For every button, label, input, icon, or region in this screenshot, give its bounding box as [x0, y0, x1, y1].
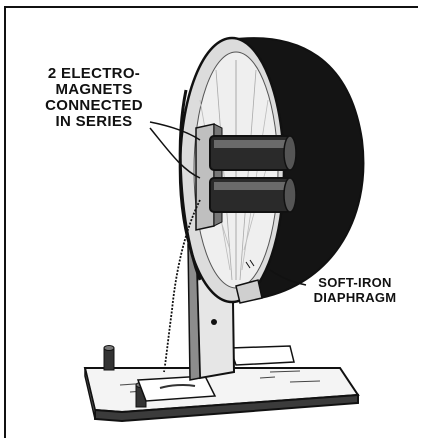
- base-plate-right: [230, 346, 294, 365]
- base-plate: [138, 376, 215, 401]
- electromagnet-upper: [210, 136, 296, 170]
- electromagnet-lower: [210, 178, 296, 212]
- wooden-base: [85, 368, 358, 421]
- electromagnets-label: 2 ELECTRO- MAGNETS CONNECTED IN SERIES: [20, 66, 168, 130]
- diaphragm-label: SOFT-IRON DIAPHRAGM: [300, 275, 410, 305]
